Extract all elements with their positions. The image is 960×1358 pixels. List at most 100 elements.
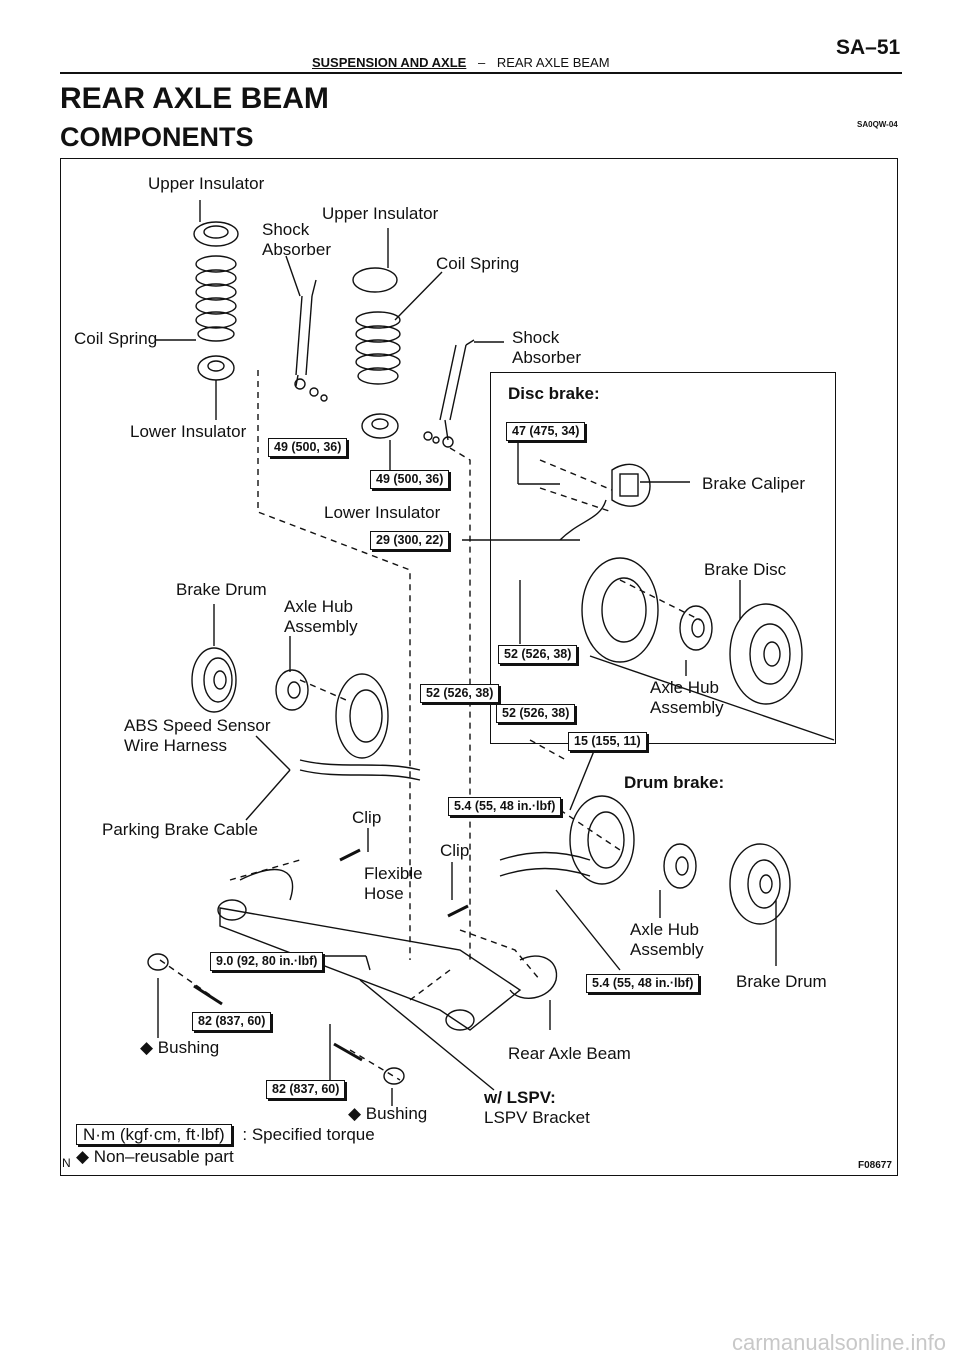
label-flexible-hose-line1: Flexible	[364, 864, 423, 883]
label-axle-hub-disc-line2: Assembly	[650, 698, 724, 717]
label-brake-disc: Brake Disc	[704, 560, 787, 579]
label-rear-axle-beam: Rear Axle Beam	[508, 1044, 631, 1063]
label-axle-hub-disc-line1: Axle Hub	[650, 678, 719, 697]
label-parking-brake-cable: Parking Brake Cable	[102, 820, 258, 839]
torque-spec-15: 15 (155, 11)	[568, 732, 647, 751]
label-abs-speed-sensor-line2: Wire Harness	[124, 736, 227, 755]
label-axle-hub-drum-line1: Axle Hub	[630, 920, 699, 939]
label-axle-hub-left-line2: Assembly	[284, 617, 358, 636]
brake-hose-line	[559, 499, 607, 541]
torque-spec-82b: 82 (837, 60)	[266, 1080, 346, 1099]
backing-plate-left-part	[335, 673, 389, 759]
header-rule	[60, 72, 902, 74]
label-axle-hub-drum-line2: Assembly	[630, 940, 704, 959]
label-flexible-hose: Flexible Hose	[364, 864, 423, 904]
section-name: SUSPENSION AND AXLE	[312, 55, 467, 70]
section-title: SUSPENSION AND AXLE – REAR AXLE BEAM	[312, 55, 610, 70]
label-shock-absorber-right: Shock Absorber	[512, 328, 581, 368]
torque-spec-29: 29 (300, 22)	[370, 531, 450, 550]
label-abs-speed-sensor: ABS Speed Sensor Wire Harness	[124, 716, 270, 756]
label-axle-hub-left-line1: Axle Hub	[284, 597, 353, 616]
flexible-hose-part	[339, 848, 361, 862]
torque-spec-52b: 52 (526, 38)	[420, 684, 500, 703]
label-shock-absorber-right-line2: Absorber	[512, 348, 581, 367]
label-brake-drum-left: Brake Drum	[176, 580, 267, 599]
rear-axle-beam-part	[217, 869, 558, 1031]
torque-spec-47: 47 (475, 34)	[506, 422, 586, 441]
label-upper-insulator-left: Upper Insulator	[148, 174, 265, 193]
disc-backing-plate-part	[581, 557, 659, 663]
brake-caliper-part	[611, 463, 651, 507]
legend-unit-text: : Specified torque	[242, 1125, 375, 1144]
bolt-left	[193, 984, 223, 1006]
upper-insulator-left-inner	[203, 225, 229, 239]
label-lspv-bracket: w/ LSPV: LSPV Bracket	[484, 1088, 590, 1128]
bolt-bottom	[333, 1042, 363, 1062]
subsection-name: REAR AXLE BEAM	[496, 55, 610, 70]
brake-disc-part	[729, 603, 803, 705]
label-bushing-bottom: ◆ Bushing	[348, 1104, 428, 1123]
legend-nonreusable: ◆ Non–reusable part	[76, 1147, 234, 1166]
label-coil-spring-left: Coil Spring	[74, 329, 158, 348]
label-upper-insulator-right: Upper Insulator	[322, 204, 439, 223]
label-shock-absorber-left: Shock Absorber	[262, 220, 331, 260]
torque-spec-52c: 52 (526, 38)	[496, 704, 576, 723]
label-disc-brake: Disc brake:	[508, 384, 600, 403]
label-brake-caliper: Brake Caliper	[702, 474, 805, 493]
bushing-left-part	[147, 953, 169, 971]
label-clip-left: Clip	[352, 808, 382, 827]
brake-drum-right-part	[729, 843, 791, 925]
label-abs-speed-sensor-line1: ABS Speed Sensor	[124, 716, 271, 735]
label-brake-drum-right: Brake Drum	[736, 972, 827, 991]
shock-absorber-left-part	[285, 255, 317, 390]
label-axle-hub-disc: Axle Hub Assembly	[650, 678, 724, 718]
reference-code: SA0QW-04	[857, 120, 898, 129]
label-lower-insulator-center: Lower Insulator	[324, 503, 441, 522]
brake-drum-left-part	[191, 647, 237, 713]
lower-insulator-right-part	[361, 413, 399, 439]
axle-hub-disc-part	[679, 605, 713, 651]
label-shock-absorber-right-line1: Shock	[512, 328, 560, 347]
label-lspv-line2: LSPV Bracket	[484, 1108, 590, 1127]
axle-hub-drum-part	[663, 843, 697, 889]
watermark: carmanualsonline.info	[731, 1330, 946, 1355]
diagram-frame	[60, 158, 898, 1176]
label-flexible-hose-line2: Hose	[364, 884, 404, 903]
torque-spec-5-4b: 5.4 (55, 48 in.·lbf)	[586, 974, 700, 993]
label-axle-hub-drum: Axle Hub Assembly	[630, 920, 704, 960]
legend-unit-box: N·m (kgf·cm, ft·lbf)	[76, 1124, 232, 1145]
lower-insulator-left-part	[197, 355, 235, 381]
coil-spring-left-part	[195, 255, 237, 342]
label-shock-absorber-left-line2: Absorber	[262, 240, 331, 259]
torque-spec-5-4a: 5.4 (55, 48 in.·lbf)	[448, 797, 562, 816]
label-lower-insulator-left: Lower Insulator	[130, 422, 247, 441]
coil-spring-right-part	[355, 311, 401, 385]
bushing-bottom-part	[383, 1067, 405, 1085]
label-axle-hub-left: Axle Hub Assembly	[284, 597, 358, 637]
assembly-guides	[159, 370, 701, 1081]
page-subtitle: COMPONENTS	[60, 122, 254, 152]
torque-spec-82a: 82 (837, 60)	[192, 1012, 272, 1031]
legend-torque-unit: N·m (kgf·cm, ft·lbf) : Specified torque	[76, 1124, 375, 1145]
drum-backing-plate-part	[569, 795, 635, 885]
label-bushing-left: ◆ Bushing	[140, 1038, 220, 1057]
page-title: REAR AXLE BEAM	[60, 82, 329, 115]
axle-hub-left-part	[275, 669, 309, 711]
label-coil-spring-right: Coil Spring	[436, 254, 520, 273]
label-clip-right: Clip	[440, 841, 470, 860]
shock-absorber-right-part	[439, 339, 504, 448]
torque-spec-9-0: 9.0 (92, 80 in.·lbf)	[210, 952, 324, 971]
legend-marker: N	[62, 1156, 71, 1170]
label-lspv-line1: w/ LSPV:	[484, 1088, 556, 1107]
torque-spec-49b: 49 (500, 36)	[370, 470, 450, 489]
section-separator: –	[477, 55, 486, 70]
label-shock-absorber-left-line1: Shock	[262, 220, 310, 239]
parking-brake-cable-part	[299, 759, 421, 771]
figure-code: F08677	[858, 1160, 892, 1171]
torque-spec-52a: 52 (526, 38)	[498, 645, 578, 664]
upper-insulator-left-part	[193, 221, 239, 247]
upper-insulator-right-part	[352, 267, 398, 293]
page-number: SA–51	[836, 36, 901, 59]
label-drum-brake: Drum brake:	[624, 773, 725, 792]
